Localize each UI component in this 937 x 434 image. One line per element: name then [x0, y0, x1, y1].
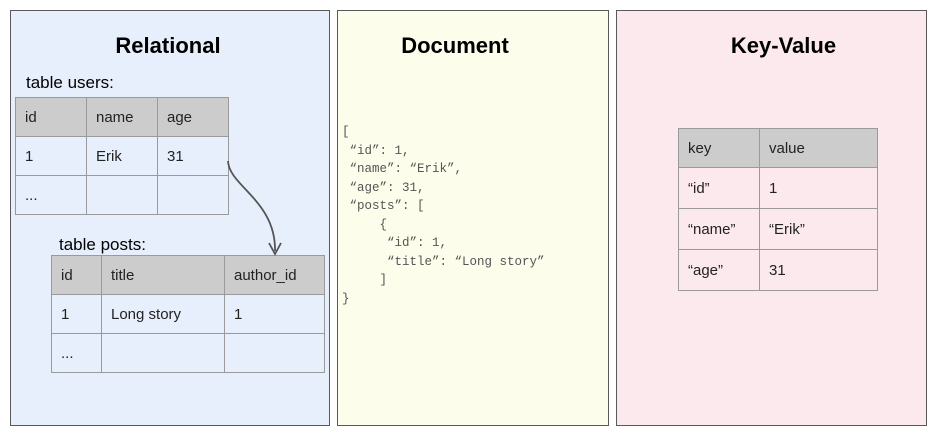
cell: 31 [759, 249, 878, 291]
table-row: ... [51, 333, 325, 373]
cell: 31 [157, 136, 229, 176]
keyvalue-table: key value “id” 1 “name” “Erik” “age” 31 [678, 128, 878, 291]
cell: Long story [101, 294, 225, 334]
relational-title: Relational [115, 33, 221, 58]
table-header-row: key value [678, 128, 878, 168]
header-cell: age [157, 97, 229, 137]
cell: Erik [86, 136, 158, 176]
cell: 1 [759, 167, 878, 209]
cell: “id” [678, 167, 760, 209]
table-row: “id” 1 [678, 167, 878, 209]
users-table: id name age 1 Erik 31 ... [15, 97, 229, 215]
relational-panel: Relational table users: id name age 1 Er… [10, 10, 330, 426]
header-cell: value [759, 128, 878, 168]
header-cell: name [86, 97, 158, 137]
json-document-code: [ “id”: 1, “name”: “Erik”, “age”: 31, “p… [342, 125, 545, 306]
table-row: 1 Long story 1 [51, 294, 325, 334]
cell [86, 175, 158, 215]
table-row: “age” 31 [678, 249, 878, 291]
header-cell: id [15, 97, 87, 137]
posts-table: id title author_id 1 Long story 1 ... [51, 255, 325, 373]
header-cell: key [678, 128, 760, 168]
cell [101, 333, 225, 373]
users-table-label: table users: [26, 73, 114, 92]
header-cell: id [51, 255, 102, 295]
cell: “age” [678, 249, 760, 291]
cell: 1 [51, 294, 102, 334]
cell: “Erik” [759, 208, 878, 250]
cell [224, 333, 325, 373]
posts-table-label: table posts: [59, 235, 146, 254]
table-row: ... [15, 175, 229, 215]
document-panel: Document [ “id”: 1, “name”: “Erik”, “age… [337, 10, 609, 426]
table-row: 1 Erik 31 [15, 136, 229, 176]
table-header-row: id name age [15, 97, 229, 137]
keyvalue-title: Key-Value [730, 33, 837, 58]
document-title: Document [401, 33, 509, 58]
cell [157, 175, 229, 215]
foreign-key-arrow [227, 160, 282, 256]
cell: 1 [15, 136, 87, 176]
table-row: “name” “Erik” [678, 208, 878, 250]
keyvalue-panel: Key-Value key value “id” 1 “name” “Erik”… [616, 10, 927, 426]
cell: “name” [678, 208, 760, 250]
cell: ... [51, 333, 102, 373]
header-cell: author_id [224, 255, 325, 295]
table-header-row: id title author_id [51, 255, 325, 295]
